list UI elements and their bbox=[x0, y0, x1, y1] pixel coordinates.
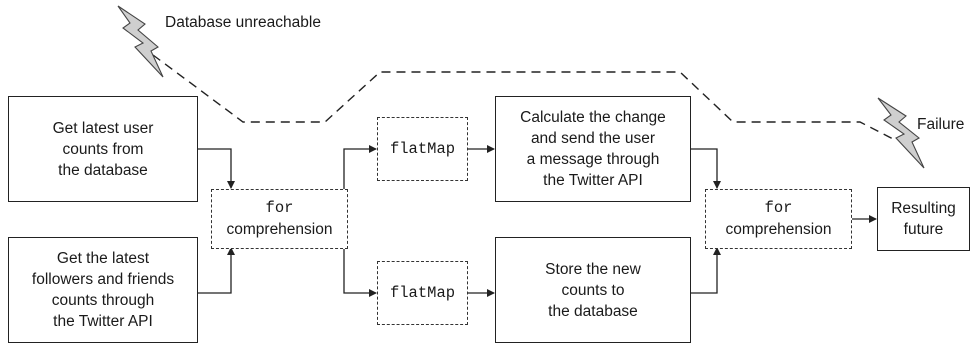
comprehension-label: comprehension bbox=[226, 221, 333, 238]
resulting-future-box: Resulting future bbox=[877, 187, 970, 251]
arrow-db-to-for1 bbox=[198, 148, 235, 189]
for-keyword: for bbox=[265, 199, 294, 217]
calculate-change-box: Calculate the change and send the user a… bbox=[495, 96, 691, 202]
store-counts-box: Store the new counts to the database bbox=[495, 237, 691, 343]
failure-path-line bbox=[152, 54, 896, 141]
lightning-bolt-icon bbox=[877, 97, 925, 169]
arrow-store-to-for2 bbox=[691, 247, 721, 294]
failure-label: Failure bbox=[917, 116, 965, 133]
database-unreachable-label: Database unreachable bbox=[165, 14, 321, 31]
get-followers-api-box: Get the latest followers and friends cou… bbox=[8, 237, 198, 343]
get-counts-db-box: Get latest user counts from the database bbox=[8, 96, 198, 202]
for-comprehension-box-2: for comprehension bbox=[705, 189, 852, 249]
arrow-for1-to-flatmap-bottom bbox=[343, 249, 377, 297]
comprehension-label: comprehension bbox=[725, 221, 832, 238]
lightning-bolt-icon bbox=[117, 5, 164, 78]
flatmap-bottom-box: flatMap bbox=[377, 261, 468, 325]
for-keyword: for bbox=[764, 199, 793, 217]
for-comprehension-box-1: for comprehension bbox=[211, 189, 348, 249]
arrow-api-to-for1 bbox=[198, 247, 235, 294]
flatmap-top-box: flatMap bbox=[377, 117, 468, 181]
arrow-for1-to-flatmap-top bbox=[343, 145, 377, 189]
arrow-calc-to-for2 bbox=[691, 148, 721, 189]
